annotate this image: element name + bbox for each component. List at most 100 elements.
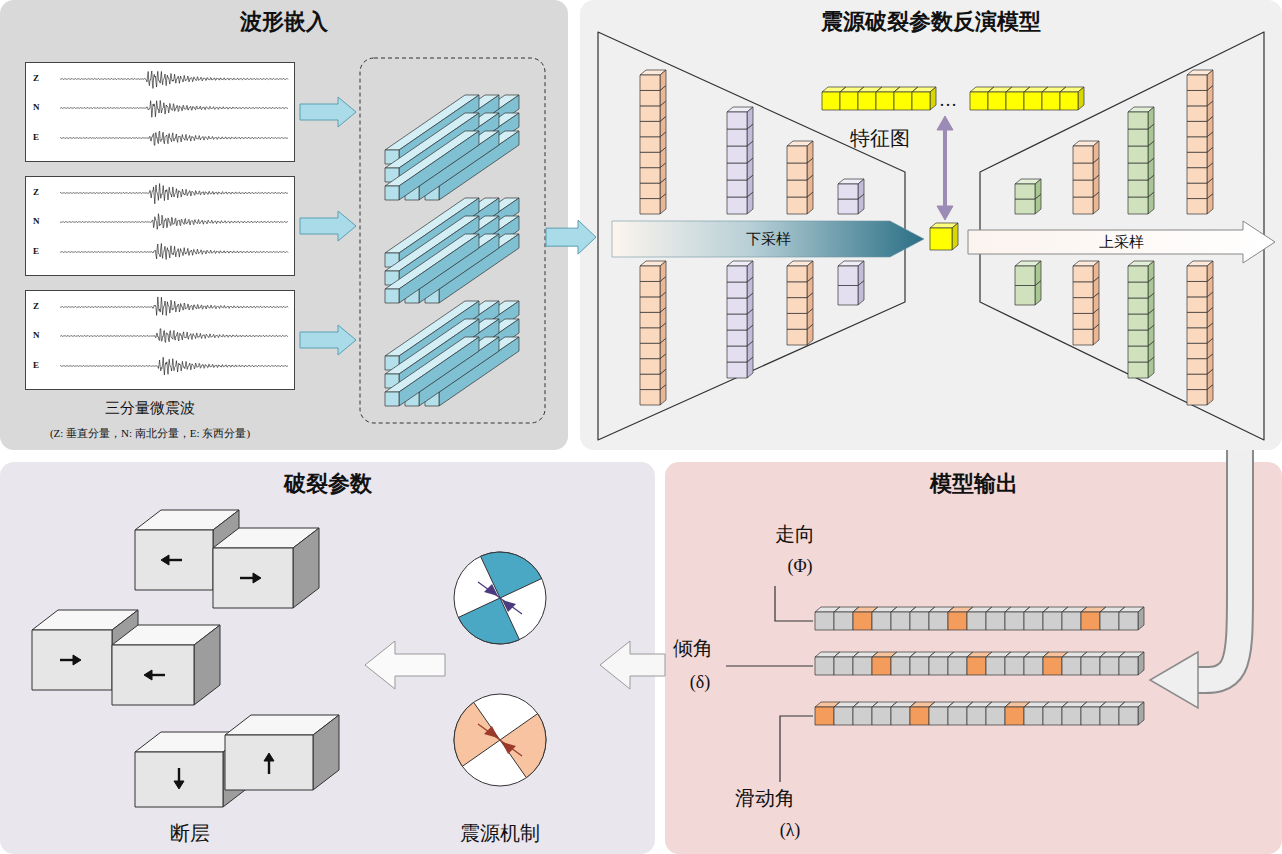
feature-block [838,184,858,199]
feature-block [640,312,660,327]
feature-block [727,112,747,129]
feature-block [1187,168,1207,183]
component-label: N [33,330,45,340]
feature-block [858,261,864,286]
output-cell [1081,657,1100,675]
waveform-trace [60,184,288,204]
feature-block [787,146,807,163]
feature-block [640,343,660,358]
component-label: E [33,132,45,142]
feature-block [1073,163,1093,180]
output-cell [910,707,929,725]
output-cell [1081,707,1100,725]
feature-block [1187,374,1207,389]
feature-block [747,107,753,129]
output-cell [986,707,1005,725]
slip-arrow [502,742,516,754]
output-cell [1119,612,1138,630]
leader-line [780,716,813,782]
feature-block [727,330,747,346]
output-cell [929,612,948,630]
feature-block [640,281,660,296]
motion-arrow [178,768,180,782]
panel-heading: 震源破裂参数反演模型 [580,0,1282,36]
double-arrow [937,116,953,130]
parameter-symbol: (δ) [690,672,710,693]
feature-block [640,106,660,121]
feature-block [727,314,747,330]
feature-map-cell [894,92,912,110]
embedding-bar [399,337,479,406]
output-cell [910,657,929,675]
bottleneck-cell [952,223,958,250]
fault-block [112,645,194,705]
feature-block [1128,330,1148,346]
fault-block [313,715,339,790]
feature-block [787,197,807,214]
feature-block [787,163,807,180]
component-label: Z [33,187,45,197]
beach-ball [454,552,546,644]
embedding-frame [360,58,545,423]
embedding-bar [385,289,399,303]
feature-block [1073,266,1093,282]
output-cell [1119,707,1138,725]
feature-map-cell [988,92,1006,110]
feature-block [1187,328,1207,343]
component-label: E [33,360,45,370]
feature-block [807,261,813,282]
waveform-trace [60,297,288,316]
fault-block [135,752,223,807]
feature-block [1128,266,1148,282]
feature-map-cell [876,92,894,110]
output-cell [891,612,910,630]
feature-block [1015,199,1035,214]
output-cell [1119,657,1138,675]
parameter-name: 倾角 [673,635,713,662]
caption-note: (Z: 垂直分量，N: 南北分量，E: 东西分量) [50,426,250,441]
embedding-bar [385,337,479,392]
panel-heading: 破裂参数 [0,462,655,498]
feature-block [727,362,747,378]
fault-block [225,735,313,790]
feature-block [1073,329,1093,345]
output-cell [872,612,891,630]
beach-ball-quadrant [500,714,546,778]
feature-block [1035,179,1041,199]
feature-block [787,298,807,314]
parameter-name: 走向 [775,521,815,548]
upsample-arrow: 上采样 [968,220,1275,264]
feature-map-cell [930,87,936,110]
output-cell [1043,612,1062,630]
feature-block [727,163,747,180]
output-cell [1024,707,1043,725]
feature-block [1187,106,1207,121]
feature-block [640,121,660,136]
output-cell [853,612,872,630]
caption: 三分量微震波 [105,399,195,418]
motion-arrow [240,577,254,579]
feature-block [1187,90,1207,105]
waveform-trace [60,71,288,89]
feature-block [1128,346,1148,362]
slip-arrow [478,724,522,756]
feature-block [1187,312,1207,327]
feature-block [640,266,660,281]
waveform-trace [60,100,288,117]
slip-arrow [478,582,522,614]
feature-block [640,328,660,343]
feature-block [1187,199,1207,214]
feature-block [640,359,660,374]
output-cell [834,707,853,725]
output-cell [1024,612,1043,630]
feature-map-cell [822,92,840,110]
feature-block [727,282,747,298]
waveform-trace [60,214,288,230]
illustration [0,0,568,450]
figure-label: 震源机制 [460,820,540,847]
output-cell [872,707,891,725]
feature-block [858,179,864,199]
leader-line [726,665,813,666]
feature-block [787,329,807,345]
